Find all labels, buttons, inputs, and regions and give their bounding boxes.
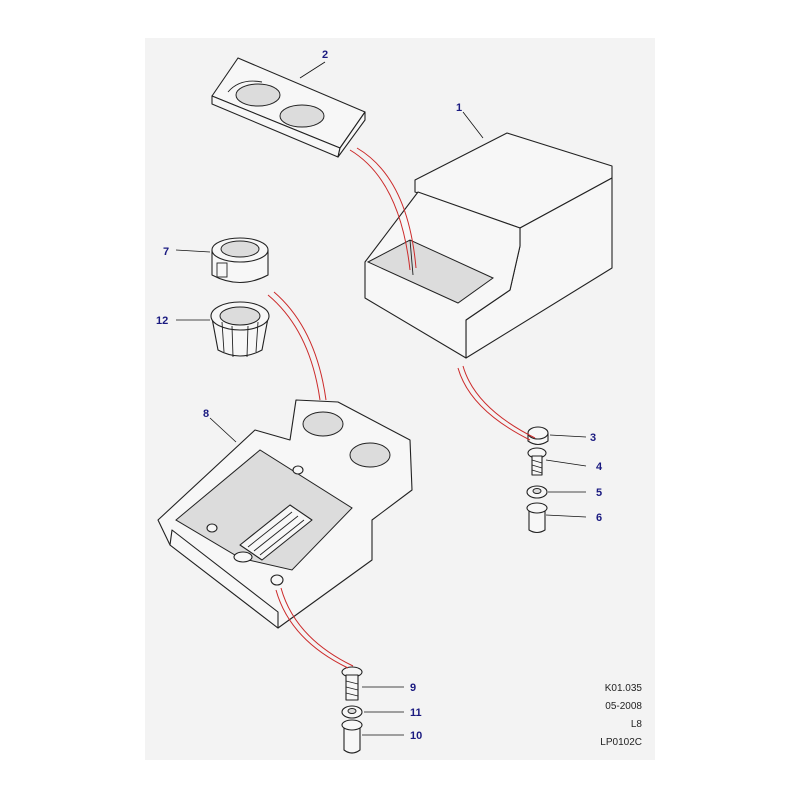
callout-11: 11 [410, 707, 422, 719]
assembly-line-2-to-1 [349, 149, 411, 271]
part-3-cap [527, 426, 549, 446]
part-8-console-base [157, 399, 413, 629]
part-2-cupholder-insert [211, 57, 366, 158]
part-1-console-box [364, 132, 613, 359]
callout-5: 5 [596, 487, 602, 499]
part-10-rivnut [341, 719, 363, 754]
assembly-line-8-to-fasteners [275, 589, 349, 669]
callout-7: 7 [163, 246, 169, 258]
callout-4: 4 [596, 461, 603, 473]
assembly-line-cup-to-base [267, 294, 321, 401]
callout-1: 1 [456, 102, 462, 114]
part-6-rivnut [526, 502, 548, 534]
part-9-screw [341, 666, 363, 701]
callout-9: 9 [410, 682, 416, 694]
callout-10: 10 [410, 730, 422, 742]
part-5-washer [526, 485, 548, 499]
reference-model: L8 [630, 719, 642, 730]
assembly-line-1-to-fasteners [457, 367, 531, 441]
part-7-cup-holder-cap [211, 237, 269, 284]
callout-6: 6 [596, 512, 602, 524]
reference-date: 05-2008 [605, 701, 642, 712]
reference-code: K01.035 [604, 683, 642, 694]
callout-8: 8 [203, 408, 209, 420]
callout-12: 12 [156, 315, 168, 327]
part-11-washer [341, 705, 363, 719]
callout-2: 2 [322, 49, 328, 61]
part-12-cup-holder-sleeve [210, 301, 270, 358]
reference-illustration-id: LP0102C [600, 737, 642, 748]
leader-lines [175, 61, 587, 736]
callout-3: 3 [590, 432, 596, 444]
assembly-lines [267, 147, 536, 669]
part-4-screw [527, 447, 547, 476]
